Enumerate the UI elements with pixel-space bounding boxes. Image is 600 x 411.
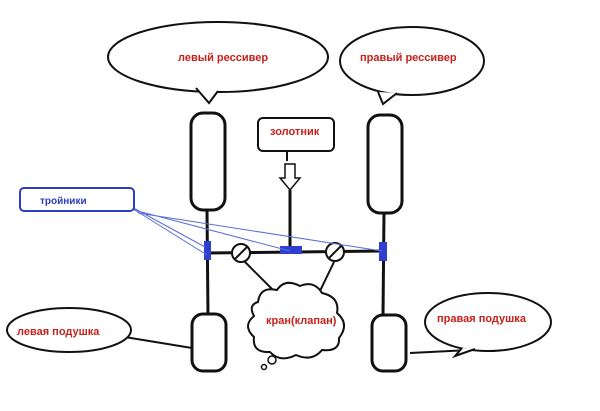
- spool-callout: золотник: [257, 117, 335, 161]
- tee-right: [379, 242, 387, 261]
- left-cushion-label: левая подушка: [17, 326, 100, 338]
- spool-arrow-icon: [278, 163, 302, 192]
- right-receiver-callout: правый рессивер: [339, 26, 485, 106]
- left-cushion-bag: [190, 312, 228, 373]
- right-pipe: [381, 211, 386, 317]
- right-cushion-callout: правая подушка: [424, 292, 552, 359]
- tees-label: тройники: [40, 196, 87, 207]
- right-receiver-label: правый рессивер: [360, 52, 457, 64]
- right-cushion-label: правая подушка: [437, 313, 527, 325]
- right-cushion-bag: [370, 313, 408, 373]
- valve-symbols: [231, 242, 345, 263]
- tee-left: [204, 241, 211, 260]
- tee-markers: [204, 241, 387, 261]
- valve-label: кран(клапан): [266, 315, 337, 327]
- tees-callout: тройники: [19, 187, 383, 256]
- tee-center: [280, 246, 302, 254]
- left-receiver-callout: левый рессивер: [107, 21, 329, 105]
- left-pipe: [205, 209, 210, 317]
- spool-label: золотник: [270, 126, 320, 138]
- left-receiver-label: левый рессивер: [178, 52, 268, 64]
- right-receiver-tank: [366, 113, 404, 215]
- left-receiver-tank: [189, 111, 227, 212]
- left-cushion-link: [124, 336, 193, 349]
- valve-callout: кран(клапан): [244, 261, 345, 371]
- left-cushion-callout: левая подушка: [6, 307, 132, 353]
